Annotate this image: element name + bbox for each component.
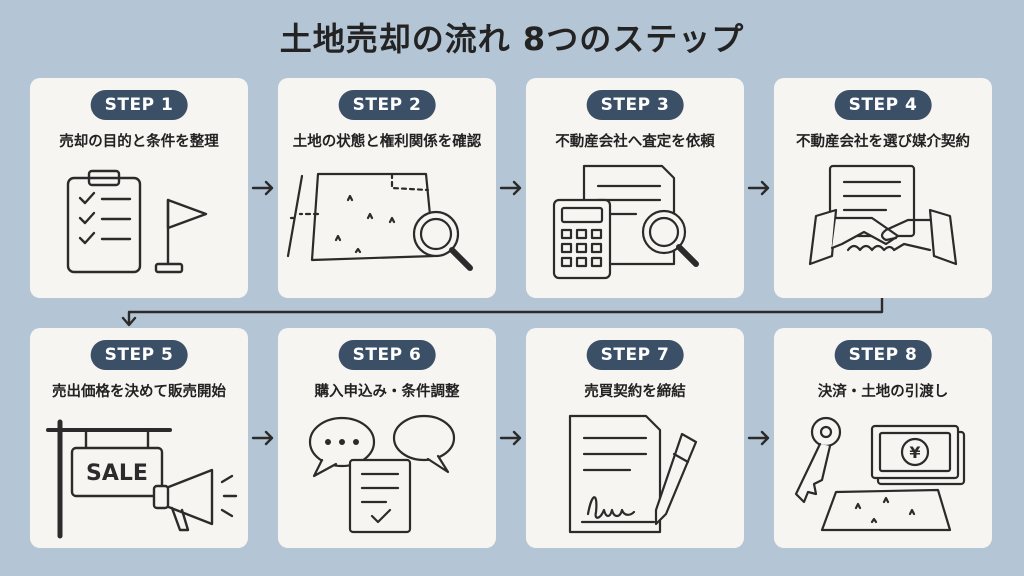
step-label: 売出価格を決めて販売開始: [52, 384, 226, 400]
step-card-3: STEP 3 不動産会社へ査定を依頼: [526, 78, 744, 298]
checklist-flag-icon: [66, 169, 208, 274]
step-label: 売却の目的と条件を整理: [59, 134, 219, 150]
speech-bubbles-document-icon: [308, 414, 456, 534]
step-card-1: STEP 1 売却の目的と条件を整理: [30, 78, 248, 298]
step-badge: STEP 8: [834, 340, 932, 370]
step-card-6: STEP 6 購入申込み・条件調整: [278, 328, 496, 548]
step-badge: STEP 6: [338, 340, 436, 370]
handshake-contract-icon: [808, 164, 958, 266]
step-badge: STEP 2: [338, 90, 436, 120]
step-badge: STEP 1: [90, 90, 188, 120]
sale-sign-text: SALE: [86, 461, 148, 486]
step-badge: STEP 5: [90, 340, 188, 370]
key-money-land-icon: ¥: [794, 416, 966, 532]
step-card-5: STEP 5 売出価格を決めて販売開始 SALE: [30, 328, 248, 548]
arrow-right-icon: [499, 180, 522, 196]
step-label: 不動産会社へ査定を依頼: [555, 134, 715, 150]
step-badge: STEP 3: [586, 90, 684, 120]
step-label: 土地の状態と権利関係を確認: [292, 134, 482, 150]
arrow-right-icon: [251, 180, 274, 196]
arrow-right-icon: [251, 430, 274, 446]
yen-symbol: ¥: [909, 443, 920, 462]
step-badge: STEP 4: [834, 90, 932, 120]
step-card-4: STEP 4 不動産会社を選び媒介契約: [774, 78, 992, 298]
arrow-right-icon: [747, 180, 770, 196]
calculator-document-icon: [552, 164, 699, 280]
land-magnifier-icon: [286, 172, 473, 271]
step-label: 売買契約を締結: [584, 384, 686, 400]
arrow-right-icon: [747, 430, 770, 446]
step-label: 決済・土地の引渡し: [817, 384, 949, 400]
step-card-8: STEP 8 決済・土地の引渡し ¥: [774, 328, 992, 548]
signed-contract-pen-icon: [568, 414, 698, 534]
step-label: 購入申込み・条件調整: [314, 384, 460, 400]
step-label: 不動産会社を選び媒介契約: [796, 134, 970, 150]
step-badge: STEP 7: [586, 340, 684, 370]
step-card-7: STEP 7 売買契約を締結: [526, 328, 744, 548]
arrow-right-icon: [499, 430, 522, 446]
sale-sign-megaphone-icon: SALE: [46, 419, 238, 539]
page-title: 土地売却の流れ 8つのステップ: [279, 20, 745, 58]
step-card-2: STEP 2 土地の状態と権利関係を確認: [278, 78, 496, 298]
